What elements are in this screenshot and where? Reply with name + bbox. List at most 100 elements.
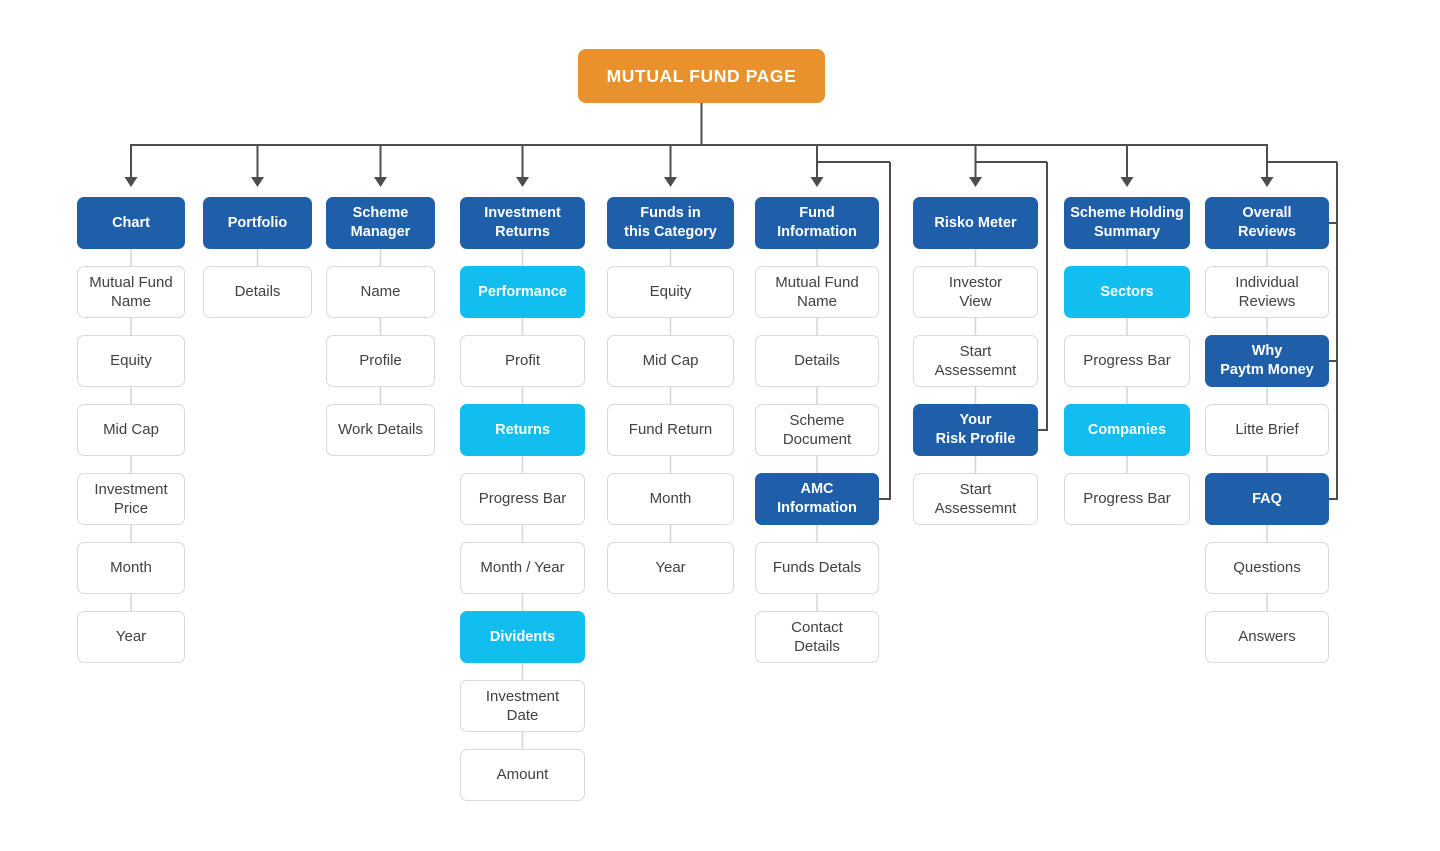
node-label: Profile bbox=[359, 352, 402, 370]
node-investment-price[interactable]: Investment Price bbox=[77, 473, 185, 525]
node-sectors[interactable]: Sectors bbox=[1064, 266, 1190, 318]
node-year[interactable]: Year bbox=[607, 542, 734, 594]
node-mutual-fund-page[interactable]: MUTUAL FUND PAGE bbox=[578, 49, 825, 103]
node-scheme-document[interactable]: Scheme Document bbox=[755, 404, 879, 456]
node-label: FAQ bbox=[1252, 490, 1282, 507]
node-label: Equity bbox=[649, 283, 692, 301]
node-label: Returns bbox=[495, 421, 550, 438]
node-year[interactable]: Year bbox=[77, 611, 185, 663]
node-label: Amount bbox=[496, 766, 549, 784]
node-label: Companies bbox=[1087, 421, 1167, 438]
node-scheme-manager[interactable]: Scheme Manager bbox=[326, 197, 435, 249]
node-work-details[interactable]: Work Details bbox=[326, 404, 435, 456]
node-label: Progress Bar bbox=[478, 490, 567, 508]
node-fund-return[interactable]: Fund Return bbox=[607, 404, 734, 456]
node-name[interactable]: Name bbox=[326, 266, 435, 318]
node-label: Why Paytm Money bbox=[1220, 343, 1314, 378]
node-individual-reviews[interactable]: Individual Reviews bbox=[1205, 266, 1329, 318]
node-label: Start Assessemnt bbox=[934, 480, 1017, 518]
node-amount[interactable]: Amount bbox=[460, 749, 585, 801]
node-label: Fund Return bbox=[628, 421, 713, 439]
node-equity[interactable]: Equity bbox=[77, 335, 185, 387]
node-funds-in-this-category[interactable]: Funds in this Category bbox=[607, 197, 734, 249]
node-profile[interactable]: Profile bbox=[326, 335, 435, 387]
node-label: Profit bbox=[504, 352, 540, 370]
node-label: AMC Information bbox=[777, 481, 857, 516]
node-label: Progress Bar bbox=[1083, 352, 1171, 370]
node-profit[interactable]: Profit bbox=[460, 335, 585, 387]
node-label: Scheme Document bbox=[782, 411, 852, 449]
node-why-paytm-money[interactable]: Why Paytm Money bbox=[1205, 335, 1329, 387]
node-faq[interactable]: FAQ bbox=[1205, 473, 1329, 525]
node-start-assessemnt[interactable]: Start Assessemnt bbox=[913, 473, 1038, 525]
node-litte-brief[interactable]: Litte Brief bbox=[1205, 404, 1329, 456]
node-returns[interactable]: Returns bbox=[460, 404, 585, 456]
node-progress-bar[interactable]: Progress Bar bbox=[1064, 473, 1190, 525]
node-investor-view[interactable]: Investor View bbox=[913, 266, 1038, 318]
node-investment-returns[interactable]: Investment Returns bbox=[460, 197, 585, 249]
node-scheme-holding-summary[interactable]: Scheme Holding Summary bbox=[1064, 197, 1190, 249]
node-contact-details[interactable]: Contact Details bbox=[755, 611, 879, 663]
arrowhead-icon bbox=[1120, 177, 1134, 187]
node-label: Investor View bbox=[948, 273, 1003, 311]
node-chart[interactable]: Chart bbox=[77, 197, 185, 249]
node-dividents[interactable]: Dividents bbox=[460, 611, 585, 663]
node-funds-detals[interactable]: Funds Detals bbox=[755, 542, 879, 594]
node-label: Dividents bbox=[489, 628, 556, 645]
arrowhead-icon bbox=[664, 177, 677, 187]
node-label: Mutual Fund Name bbox=[775, 273, 859, 311]
node-label: Investment Price bbox=[94, 480, 168, 518]
node-label: Year bbox=[655, 559, 686, 577]
node-label: Month bbox=[110, 559, 152, 577]
node-your-risk-profile[interactable]: Your Risk Profile bbox=[913, 404, 1038, 456]
node-label: Month / Year bbox=[480, 559, 565, 577]
node-equity[interactable]: Equity bbox=[607, 266, 734, 318]
arrowhead-icon bbox=[810, 177, 824, 187]
node-label: MUTUAL FUND PAGE bbox=[606, 65, 797, 86]
node-label: Investment Returns bbox=[484, 205, 561, 240]
node-month[interactable]: Month bbox=[77, 542, 185, 594]
node-companies[interactable]: Companies bbox=[1064, 404, 1190, 456]
node-label: Portfolio bbox=[227, 214, 288, 231]
node-label: Questions bbox=[1233, 559, 1301, 577]
node-label: Your Risk Profile bbox=[935, 412, 1016, 447]
node-label: Performance bbox=[478, 283, 567, 300]
node-label: Fund Information bbox=[777, 205, 857, 240]
node-questions[interactable]: Questions bbox=[1205, 542, 1329, 594]
node-progress-bar[interactable]: Progress Bar bbox=[1064, 335, 1190, 387]
node-start-assessemnt[interactable]: Start Assessemnt bbox=[913, 335, 1038, 387]
node-label: Work Details bbox=[338, 421, 423, 439]
node-mutual-fund-name[interactable]: Mutual Fund Name bbox=[755, 266, 879, 318]
node-mutual-fund-name[interactable]: Mutual Fund Name bbox=[77, 266, 185, 318]
node-label: Mutual Fund Name bbox=[89, 273, 173, 311]
arrowhead-icon bbox=[374, 177, 387, 187]
node-label: Scheme Holding Summary bbox=[1070, 205, 1184, 240]
node-label: Scheme Manager bbox=[350, 205, 411, 240]
node-mid-cap[interactable]: Mid Cap bbox=[607, 335, 734, 387]
node-amc-information[interactable]: AMC Information bbox=[755, 473, 879, 525]
node-label: Litte Brief bbox=[1235, 421, 1299, 439]
node-details[interactable]: Details bbox=[755, 335, 879, 387]
node-label: Month bbox=[649, 490, 692, 508]
node-risko-meter[interactable]: Risko Meter bbox=[913, 197, 1038, 249]
node-month-year[interactable]: Month / Year bbox=[460, 542, 585, 594]
node-fund-information[interactable]: Fund Information bbox=[755, 197, 879, 249]
node-label: Individual Reviews bbox=[1235, 273, 1299, 311]
node-portfolio[interactable]: Portfolio bbox=[203, 197, 312, 249]
arrowhead-icon bbox=[516, 177, 529, 187]
node-label: Funds Detals bbox=[772, 559, 862, 577]
node-performance[interactable]: Performance bbox=[460, 266, 585, 318]
node-progress-bar[interactable]: Progress Bar bbox=[460, 473, 585, 525]
node-month[interactable]: Month bbox=[607, 473, 734, 525]
node-details[interactable]: Details bbox=[203, 266, 312, 318]
node-label: Details bbox=[794, 352, 840, 370]
arrowhead-icon bbox=[969, 177, 982, 187]
node-mid-cap[interactable]: Mid Cap bbox=[77, 404, 185, 456]
node-overall-reviews[interactable]: Overall Reviews bbox=[1205, 197, 1329, 249]
node-label: Details bbox=[234, 283, 281, 301]
arrowhead-icon bbox=[124, 177, 138, 187]
node-answers[interactable]: Answers bbox=[1205, 611, 1329, 663]
node-investment-date[interactable]: Investment Date bbox=[460, 680, 585, 732]
